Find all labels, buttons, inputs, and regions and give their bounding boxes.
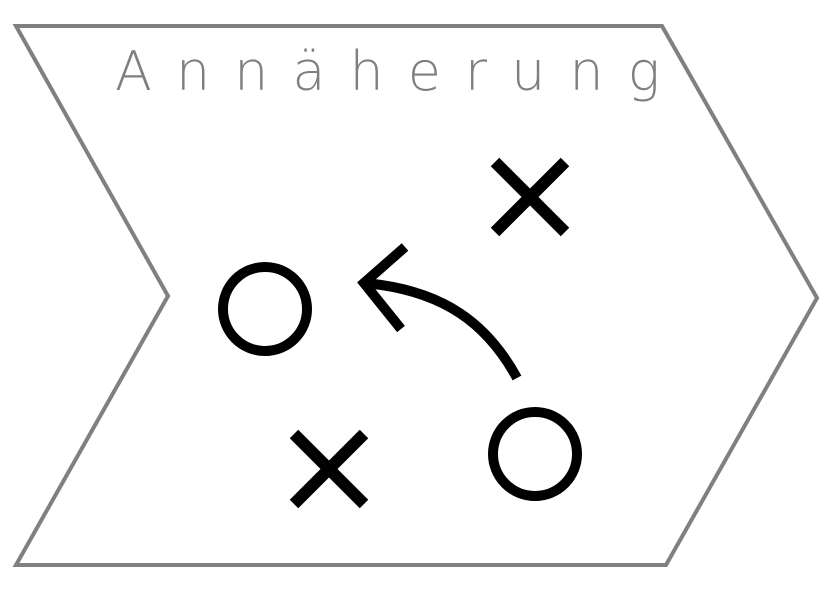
chevron-outline [12,24,820,567]
x-mark-icon-top [490,157,570,237]
arrow-head [357,243,409,333]
chevron-title: Annäherung [115,40,684,103]
curved-arrow-icon [357,243,522,381]
x-mark-icon-bottom [289,429,369,509]
circle-icon-left [218,262,312,356]
circle-icon-right [488,407,582,501]
arrow-shaft [363,278,522,381]
